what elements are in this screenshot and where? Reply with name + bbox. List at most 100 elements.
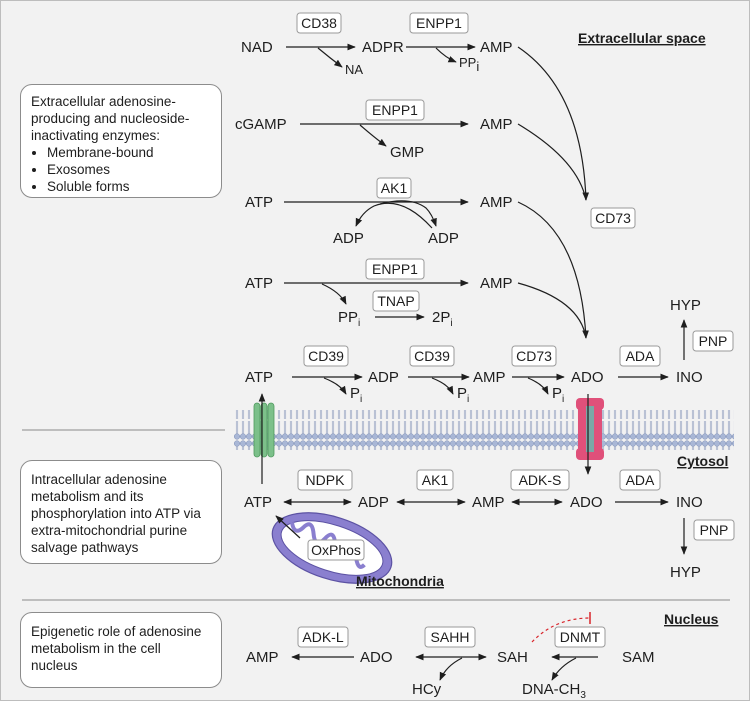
metabolite-pi-5c: Pi bbox=[552, 385, 564, 405]
enzyme-adks: ADK-S bbox=[519, 472, 562, 488]
enzyme-enpp1-a-box bbox=[409, 12, 469, 34]
enzyme-ada-1-box bbox=[619, 345, 661, 367]
heading-extracellular: Extracellular space bbox=[578, 30, 706, 46]
enzyme-sahh: SAHH bbox=[431, 629, 470, 645]
arrow-ppi-1 bbox=[435, 47, 457, 63]
enzyme-pnp-2: PNP bbox=[700, 522, 729, 538]
enzyme-ak1-b-box bbox=[416, 469, 454, 491]
metabolite-ado-7: ADO bbox=[360, 649, 393, 666]
metabolite-cgamp: cGAMP bbox=[235, 116, 287, 133]
arrow-amp4-ado bbox=[517, 282, 587, 339]
metabolite-sah: SAH bbox=[497, 649, 528, 666]
metabolite-adp-3a: ADP bbox=[333, 230, 364, 247]
metabolite-gmp: GMP bbox=[390, 144, 424, 161]
heading-mitochondria: Mitochondria bbox=[356, 573, 444, 589]
enzyme-cd39-b: CD39 bbox=[414, 348, 450, 364]
metabolite-amp-4: AMP bbox=[480, 275, 513, 292]
metabolite-ppi-1: PPi bbox=[459, 55, 479, 74]
metabolite-ino-5: INO bbox=[676, 369, 703, 386]
enzyme-tnap-box bbox=[372, 290, 420, 312]
arrow-amp1-cd73 bbox=[517, 46, 590, 201]
enzyme-cd73-b-box bbox=[511, 345, 557, 367]
enzyme-pnp-1-box bbox=[692, 330, 734, 352]
enzyme-dnmt: DNMT bbox=[560, 629, 601, 645]
note-bullet: Soluble forms bbox=[47, 178, 211, 195]
arrow-oxphos-atp bbox=[275, 515, 301, 539]
metabolite-amp-6: AMP bbox=[472, 494, 505, 511]
arrow-dna-methyl bbox=[551, 657, 577, 681]
metabolite-sam: SAM bbox=[622, 649, 655, 666]
metabolite-nad: NAD bbox=[241, 39, 273, 56]
enzyme-adks-box bbox=[510, 469, 570, 491]
transporter-pink bbox=[576, 398, 604, 460]
enzyme-ak1-a: AK1 bbox=[381, 180, 408, 196]
enzyme-tnap: TNAP bbox=[377, 293, 414, 309]
enzyme-adkl: ADK-L bbox=[302, 629, 343, 645]
enzyme-cd73-a-box bbox=[590, 207, 636, 229]
arrow-pi-5b bbox=[431, 377, 454, 395]
heading-nucleus: Nucleus bbox=[664, 611, 719, 627]
enzyme-ndpk: NDPK bbox=[306, 472, 346, 488]
enzyme-cd73-b: CD73 bbox=[516, 348, 552, 364]
metabolite-amp-5: AMP bbox=[473, 369, 506, 386]
enzyme-enpp1-a: ENPP1 bbox=[416, 15, 462, 31]
metabolite-ado-5: ADO bbox=[571, 369, 604, 386]
enzyme-ndpk-box bbox=[297, 469, 353, 491]
metabolite-pi-5b: Pi bbox=[457, 385, 469, 405]
metabolite-2pi: 2Pi bbox=[432, 309, 453, 329]
note-extracellular-text: Extracellular adenosine-producing and nu… bbox=[31, 94, 190, 143]
arrow-ak1-left bbox=[355, 202, 433, 229]
enzyme-sahh-box bbox=[424, 626, 476, 648]
metabolite-dna-ch3: DNA-CH3 bbox=[522, 681, 586, 701]
arrow-amp3-ado bbox=[517, 201, 589, 339]
arrow-pi-5c bbox=[527, 377, 549, 395]
mitochondria bbox=[271, 512, 393, 584]
transporter-green bbox=[253, 402, 275, 458]
metabolite-amp-3: AMP bbox=[480, 194, 513, 211]
metabolite-adp-6: ADP bbox=[358, 494, 389, 511]
metabolite-atp-3: ATP bbox=[245, 194, 273, 211]
enzyme-ak1-a-box bbox=[376, 177, 412, 199]
enzyme-adkl-box bbox=[297, 626, 349, 648]
arrow-ppi-4 bbox=[321, 283, 347, 305]
arrow-amp2-cd73 bbox=[517, 123, 587, 201]
enzyme-ak1-b: AK1 bbox=[422, 472, 449, 488]
metabolite-adp-3b: ADP bbox=[428, 230, 459, 247]
metabolite-ppi-4: PPi bbox=[338, 309, 360, 329]
metabolite-adpr: ADPR bbox=[362, 39, 404, 56]
metabolite-atp-5: ATP bbox=[245, 369, 273, 386]
enzyme-cd39-a: CD39 bbox=[308, 348, 344, 364]
metabolite-na: NA bbox=[345, 62, 363, 77]
enzyme-enpp1-c: ENPP1 bbox=[372, 261, 418, 277]
arrow-pi-5a bbox=[323, 377, 347, 395]
enzyme-enpp1-b: ENPP1 bbox=[372, 102, 418, 118]
arrow-ak1-right bbox=[379, 200, 437, 227]
enzyme-enpp1-c-box bbox=[365, 258, 425, 280]
arrow-hcy bbox=[439, 657, 463, 681]
enzyme-cd38: CD38 bbox=[301, 15, 337, 31]
metabolite-ado-6: ADO bbox=[570, 494, 603, 511]
enzyme-ada-1: ADA bbox=[626, 348, 655, 364]
note-extracellular: Extracellular adenosine-producing and nu… bbox=[20, 84, 222, 198]
cell-membrane bbox=[234, 410, 734, 450]
enzyme-oxphos: OxPhos bbox=[311, 542, 361, 558]
note-extracellular-list: Membrane-bound Exosomes Soluble forms bbox=[31, 144, 211, 195]
enzyme-pnp-2-box bbox=[693, 519, 735, 541]
enzyme-pnp-1: PNP bbox=[699, 333, 728, 349]
enzyme-cd39-b-box bbox=[409, 345, 455, 367]
enzyme-ada-2: ADA bbox=[626, 472, 655, 488]
metabolite-atp-4: ATP bbox=[245, 275, 273, 292]
inhibition-line bbox=[531, 617, 591, 643]
note-bullet: Membrane-bound bbox=[47, 144, 211, 161]
metabolite-pi-5a: Pi bbox=[350, 385, 362, 405]
metabolite-amp-2: AMP bbox=[480, 116, 513, 133]
enzyme-dnmt-box bbox=[554, 626, 606, 648]
metabolite-ino-6: INO bbox=[676, 494, 703, 511]
note-bullet: Exosomes bbox=[47, 161, 211, 178]
heading-cytosol: Cytosol bbox=[677, 453, 728, 469]
enzyme-cd38-box bbox=[296, 12, 342, 34]
metabolite-amp-1: AMP bbox=[480, 39, 513, 56]
enzyme-enpp1-b-box bbox=[365, 99, 425, 121]
